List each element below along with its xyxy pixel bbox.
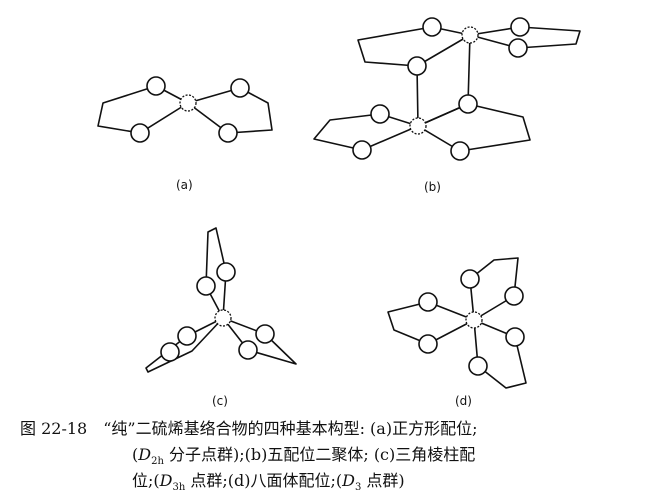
metal-atom [461, 26, 479, 44]
point-group-symbol: D [342, 471, 355, 490]
sulfur-atom [196, 276, 216, 296]
figure-caption-line-3: 位;(D3h 点群;(d)八面体配位;(D3 点群) [132, 471, 405, 494]
sulfur-atom [510, 17, 530, 37]
structure-diagrams: (a) (b) (c) [97, 17, 581, 408]
panel-label-b: (b) [424, 180, 441, 194]
upper-to-bridge [467, 34, 471, 105]
sulfur-atom [177, 326, 197, 346]
structure-b: (b) [313, 17, 581, 194]
sulfur-atom [505, 327, 525, 347]
sulfur-atom [504, 286, 524, 306]
sulfur-atom [418, 292, 438, 312]
point-group-symbol: D [159, 471, 173, 490]
sulfur-atom [418, 334, 438, 354]
sulfur-atom [352, 140, 372, 160]
sulfur-atom [218, 123, 238, 143]
structure-a: (a) [97, 76, 273, 192]
sulfur-atom [146, 76, 166, 96]
metal-atom [214, 309, 232, 327]
caption-text: “纯”二硫烯基络合物的四种基本构型: (a)正方形配位; [103, 419, 478, 438]
sulfur-atom [160, 342, 180, 362]
sulfur-atom [422, 17, 442, 37]
sulfur-atom [238, 340, 258, 360]
panel-label-c: (c) [212, 394, 228, 408]
sulfur-atom [450, 141, 470, 161]
metal-atom [409, 117, 427, 135]
sulfur-atom [130, 123, 150, 143]
sulfur-atom [407, 56, 427, 76]
figure-caption-line-2: (D2h 分子点群);(b)五配位二聚体; (c)三角棱柱配 [132, 445, 476, 468]
metal-atom [465, 311, 483, 329]
structure-d: (d) [387, 257, 527, 408]
panel-label-a: (a) [176, 178, 193, 192]
sulfur-atom [458, 94, 478, 114]
figure-number: 图 22-18 [20, 419, 88, 438]
sulfur-atom [230, 78, 250, 98]
sulfur-atom [216, 262, 236, 282]
metal-atom [179, 94, 197, 112]
figure-caption-line-1: 图 22-18 “纯”二硫烯基络合物的四种基本构型: (a)正方形配位; [20, 418, 477, 440]
panel-label-d: (d) [455, 394, 472, 408]
sulfur-atom [460, 269, 480, 289]
structure-c: (c) [145, 227, 297, 408]
sulfur-atom [468, 356, 488, 376]
point-group-symbol: D [138, 445, 152, 464]
sulfur-atom [508, 38, 528, 58]
ring-lower-right [222, 317, 297, 365]
bridge-bond [416, 65, 419, 127]
sulfur-atom [255, 324, 275, 344]
sulfur-atom [370, 104, 390, 124]
